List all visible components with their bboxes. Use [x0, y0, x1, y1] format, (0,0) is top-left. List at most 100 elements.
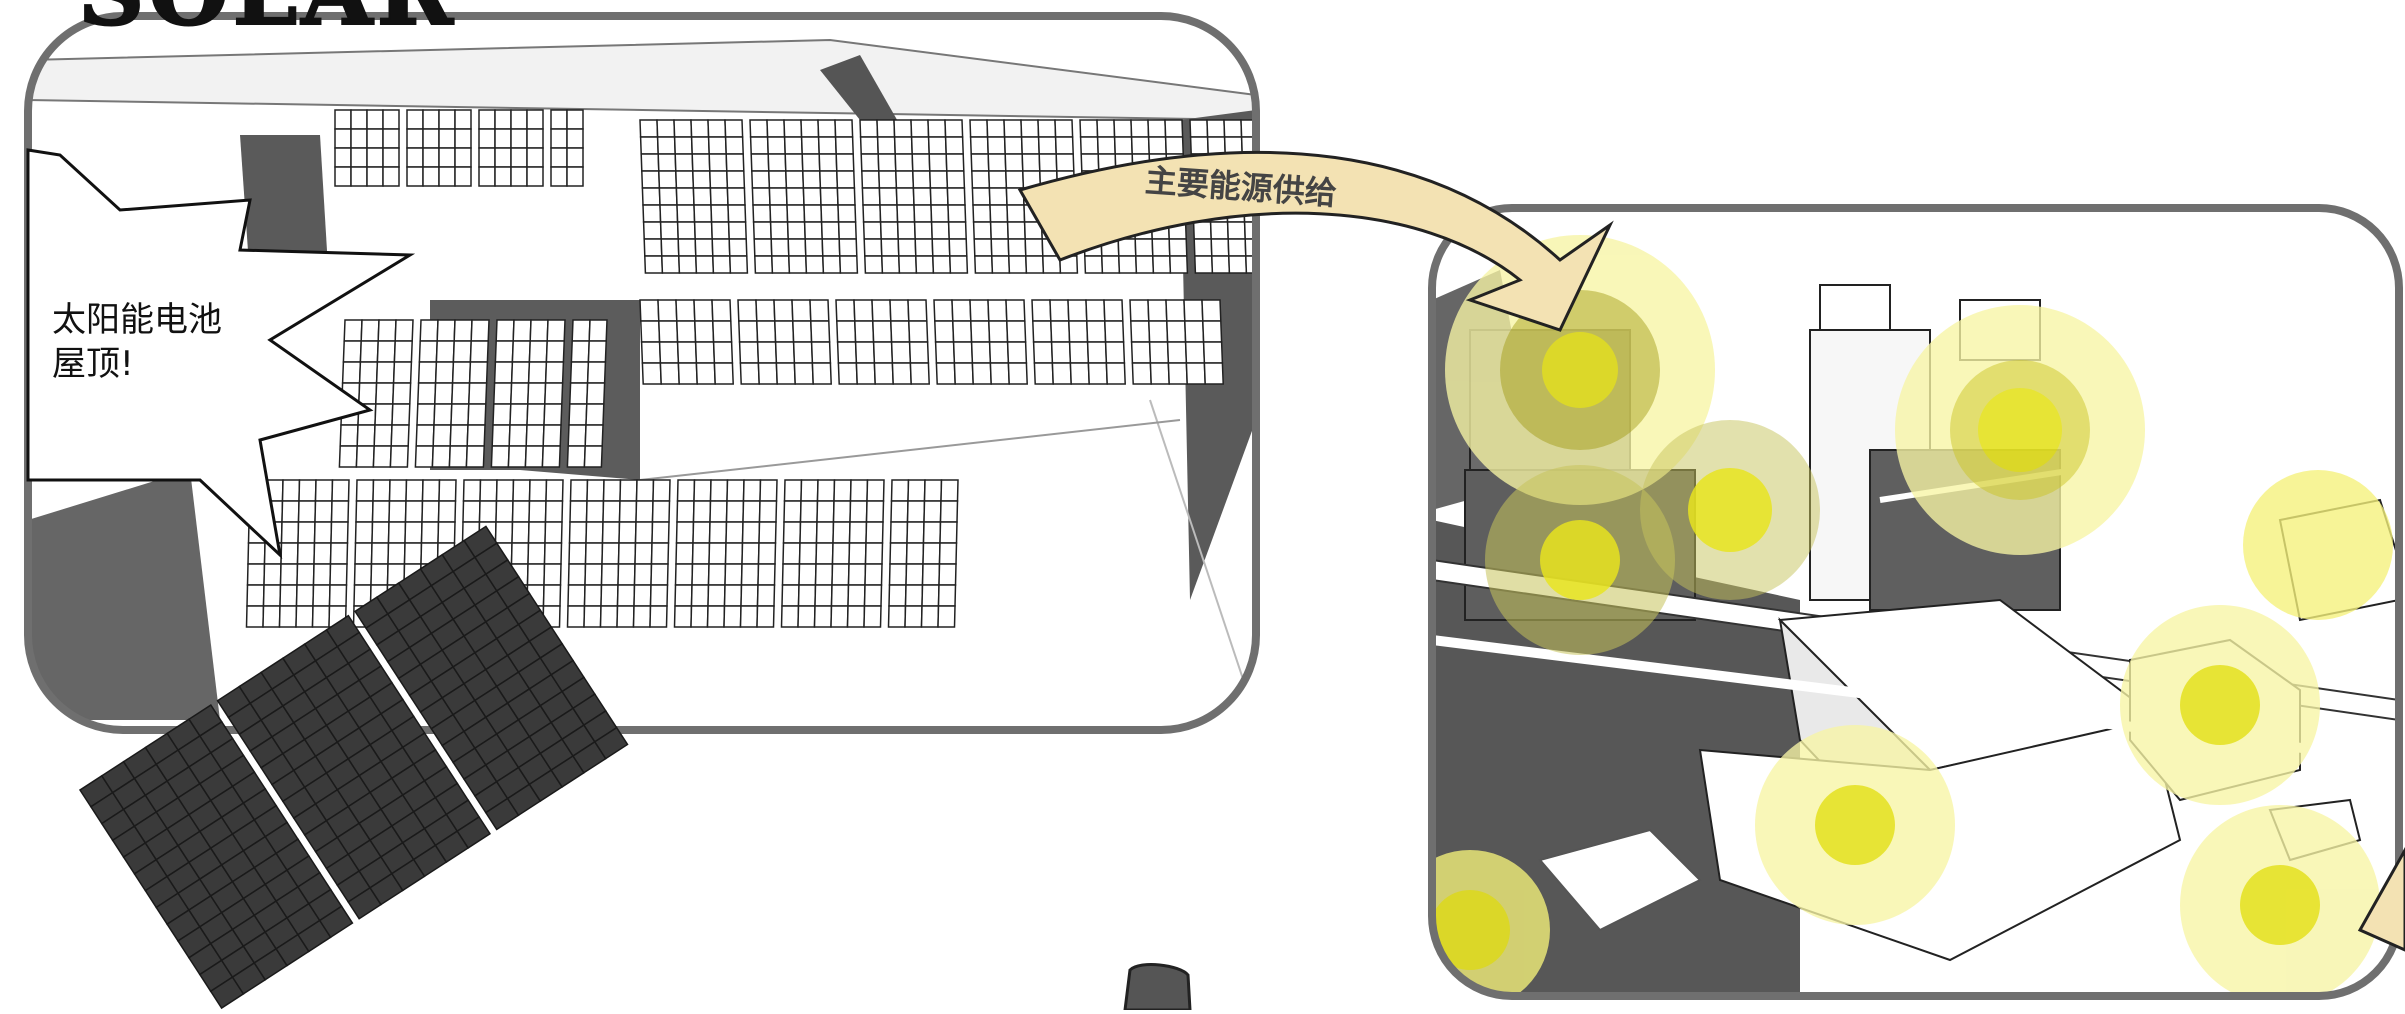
solar-panel-cell — [406, 166, 424, 187]
solar-panel-cell — [710, 204, 730, 223]
solar-panel-cell — [938, 563, 957, 586]
solar-panel-cell — [312, 563, 332, 586]
solar-panel-cell — [1185, 362, 1206, 385]
solar-panel-cell — [805, 255, 825, 274]
solar-panel-cell — [898, 255, 918, 274]
solar-panel-cell — [478, 128, 496, 149]
solar-panel-cell — [366, 147, 384, 168]
solar-panel-cell — [930, 204, 950, 223]
solar-panel-cell — [913, 221, 933, 240]
solar-panel-cell — [658, 320, 679, 343]
solar-panel-cell — [888, 563, 908, 586]
solar-panel-cell — [847, 584, 866, 607]
solar-panel-cell — [707, 584, 726, 607]
solar-panel-cell — [757, 542, 777, 565]
solar-panel-cell — [470, 319, 490, 342]
solar-panel-cell — [569, 382, 589, 405]
solar-panel-cell — [804, 238, 824, 257]
solar-panel-cell — [863, 605, 882, 628]
solar-panel-cell — [753, 238, 773, 257]
solar-panel-cell — [1021, 153, 1041, 172]
solar-panel-cell — [493, 382, 513, 405]
solar-panel-cell — [749, 136, 769, 155]
solar-panel-cell — [832, 500, 852, 523]
solar-panel-cell — [803, 221, 823, 240]
solar-panel-cell — [382, 128, 400, 149]
solar-panel-cell — [279, 584, 298, 607]
solar-panel-cell — [949, 255, 969, 274]
solar-panel-cell — [729, 255, 749, 274]
solar-panel-cell — [358, 361, 379, 384]
solar-panel-cell — [583, 445, 603, 468]
solar-panel-cell — [1210, 238, 1230, 257]
solar-panel-cell — [947, 204, 967, 223]
solar-panel-cell — [785, 170, 805, 189]
solar-panel-cell — [435, 340, 455, 363]
solar-panel-cell — [281, 479, 301, 502]
solar-panel-cell — [938, 542, 958, 565]
solar-panel-cell — [334, 128, 352, 149]
solar-panel-cell — [990, 238, 1010, 257]
solar-panel-cell — [814, 584, 833, 607]
solar-panel-cell — [834, 119, 854, 138]
solar-panel-cell — [313, 542, 332, 565]
solar-panel-cell — [330, 500, 350, 523]
solar-panel-cell — [1228, 255, 1248, 274]
solar-panel-cell — [810, 320, 831, 343]
solar-panel-cell — [405, 479, 424, 502]
solar-panel-cell — [934, 341, 956, 364]
solar-panel-cell — [836, 170, 856, 189]
solar-panel-cell — [1165, 299, 1186, 322]
solar-panel-cell — [593, 726, 629, 760]
solar-panel-cell — [907, 299, 928, 322]
solar-panel-cell — [416, 403, 436, 426]
solar-panel-cell — [511, 521, 530, 544]
solar-panel-cell — [915, 255, 935, 274]
solar-panel-cell — [756, 584, 776, 607]
solar-panel-cell — [353, 563, 373, 586]
solar-panel-cell — [415, 424, 435, 447]
solar-panel-cell — [583, 605, 602, 628]
solar-panel-cell — [822, 255, 842, 274]
solar-panel-cell — [354, 521, 374, 544]
solar-panel-cell — [586, 479, 605, 502]
solar-panel-cell — [815, 521, 835, 544]
solar-panel-cell — [494, 147, 512, 168]
solar-panel-cell — [921, 584, 940, 607]
solar-panel-cell — [987, 299, 1008, 322]
solar-panel-cell — [815, 542, 834, 565]
solar-panel-cell — [586, 361, 607, 384]
solar-panel-cell — [1189, 119, 1209, 138]
solar-panel-cell — [1134, 238, 1154, 257]
solar-panel-cell — [811, 362, 832, 385]
solar-panel-cell — [797, 605, 816, 628]
solar-panel-cell — [650, 563, 669, 586]
solar-panel-cell — [422, 147, 440, 168]
solar-panel-cell — [752, 221, 772, 240]
solar-panel-cell — [1086, 320, 1107, 343]
solar-panel-cell — [768, 187, 788, 206]
solar-panel-cell — [438, 166, 456, 187]
solar-panel-cell — [421, 500, 440, 523]
solar-panel-cell — [641, 170, 661, 189]
solar-panel-cell — [895, 187, 915, 206]
solar-panel-cell — [948, 238, 968, 257]
solar-panel-cell — [656, 136, 676, 155]
solar-panel-cell — [675, 187, 695, 206]
solar-panel-cell — [797, 584, 817, 607]
solar-panel-cell — [928, 153, 948, 172]
solar-panel-cell — [279, 563, 299, 586]
solar-panel-cell — [601, 521, 621, 544]
solar-panel-cell — [467, 403, 487, 426]
solar-panel-cell — [436, 319, 456, 342]
energy-node — [1432, 850, 1550, 996]
solar-panel-cell — [1037, 119, 1057, 138]
solar-panel-cell — [388, 479, 408, 502]
solar-panel-cell — [466, 424, 486, 447]
solar-panel-cell — [912, 170, 932, 189]
solar-panel-cell — [432, 424, 452, 447]
solar-panel-cell — [616, 584, 636, 607]
solar-panel-cell — [313, 521, 333, 544]
solar-panel-cell — [988, 170, 1008, 189]
solar-panel-cell — [1258, 120, 1276, 137]
